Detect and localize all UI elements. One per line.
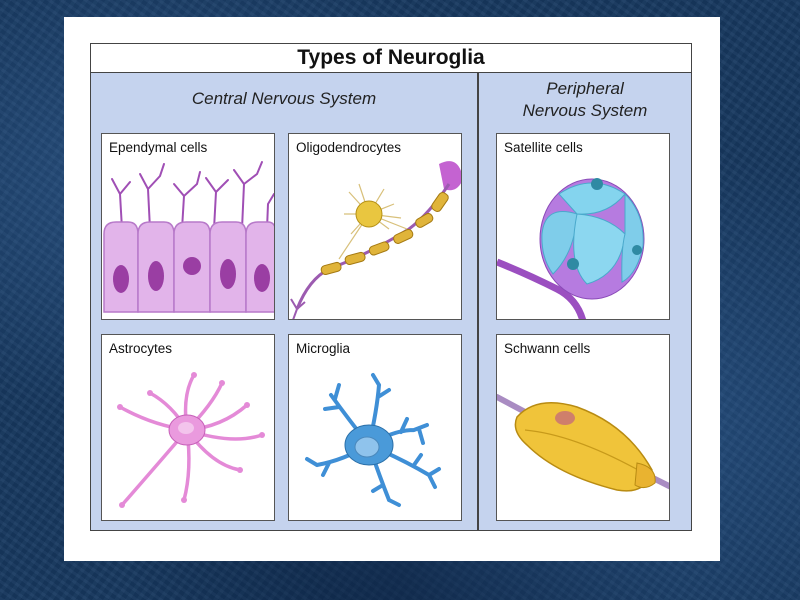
microglia-illustration-icon [305, 373, 441, 507]
panel-label: Ependymal cells [109, 140, 208, 155]
panel-label: Satellite cells [504, 140, 583, 155]
ependymal-cells-illustration-icon [103, 161, 274, 313]
panel-astrocytes: Astrocytes [101, 334, 275, 521]
section-divider [477, 72, 479, 530]
panel-label: Schwann cells [504, 341, 591, 356]
panel-satellite-cells: Satellite cells [496, 133, 670, 320]
pns-label-line1: Peripheral [546, 79, 624, 98]
oligodendrocyte-illustration-icon [290, 161, 461, 319]
pns-label-line2: Nervous System [522, 101, 648, 120]
schwann-cell-illustration-icon [497, 394, 669, 492]
cns-section-label: Central Nervous System [191, 89, 377, 108]
panel-label: Astrocytes [109, 341, 173, 356]
panel-label: Oligodendrocytes [296, 140, 402, 155]
panel-oligodendrocytes: Oligodendrocytes [288, 133, 462, 320]
slide: Types of Neuroglia Central Nervous Syste… [64, 17, 720, 561]
panel-schwann-cells: Schwann cells [496, 334, 670, 521]
figure-title: Types of Neuroglia [91, 44, 691, 73]
astrocyte-illustration-icon [117, 372, 265, 508]
neuroglia-figure: Types of Neuroglia Central Nervous Syste… [90, 43, 692, 531]
panel-ependymal-cells: Ependymal cells [101, 133, 275, 320]
satellite-cells-illustration-icon [497, 178, 645, 319]
panel-label: Microglia [296, 341, 351, 356]
panel-microglia: Microglia [288, 334, 462, 521]
pns-section-label: Peripheral Nervous System [479, 78, 691, 122]
